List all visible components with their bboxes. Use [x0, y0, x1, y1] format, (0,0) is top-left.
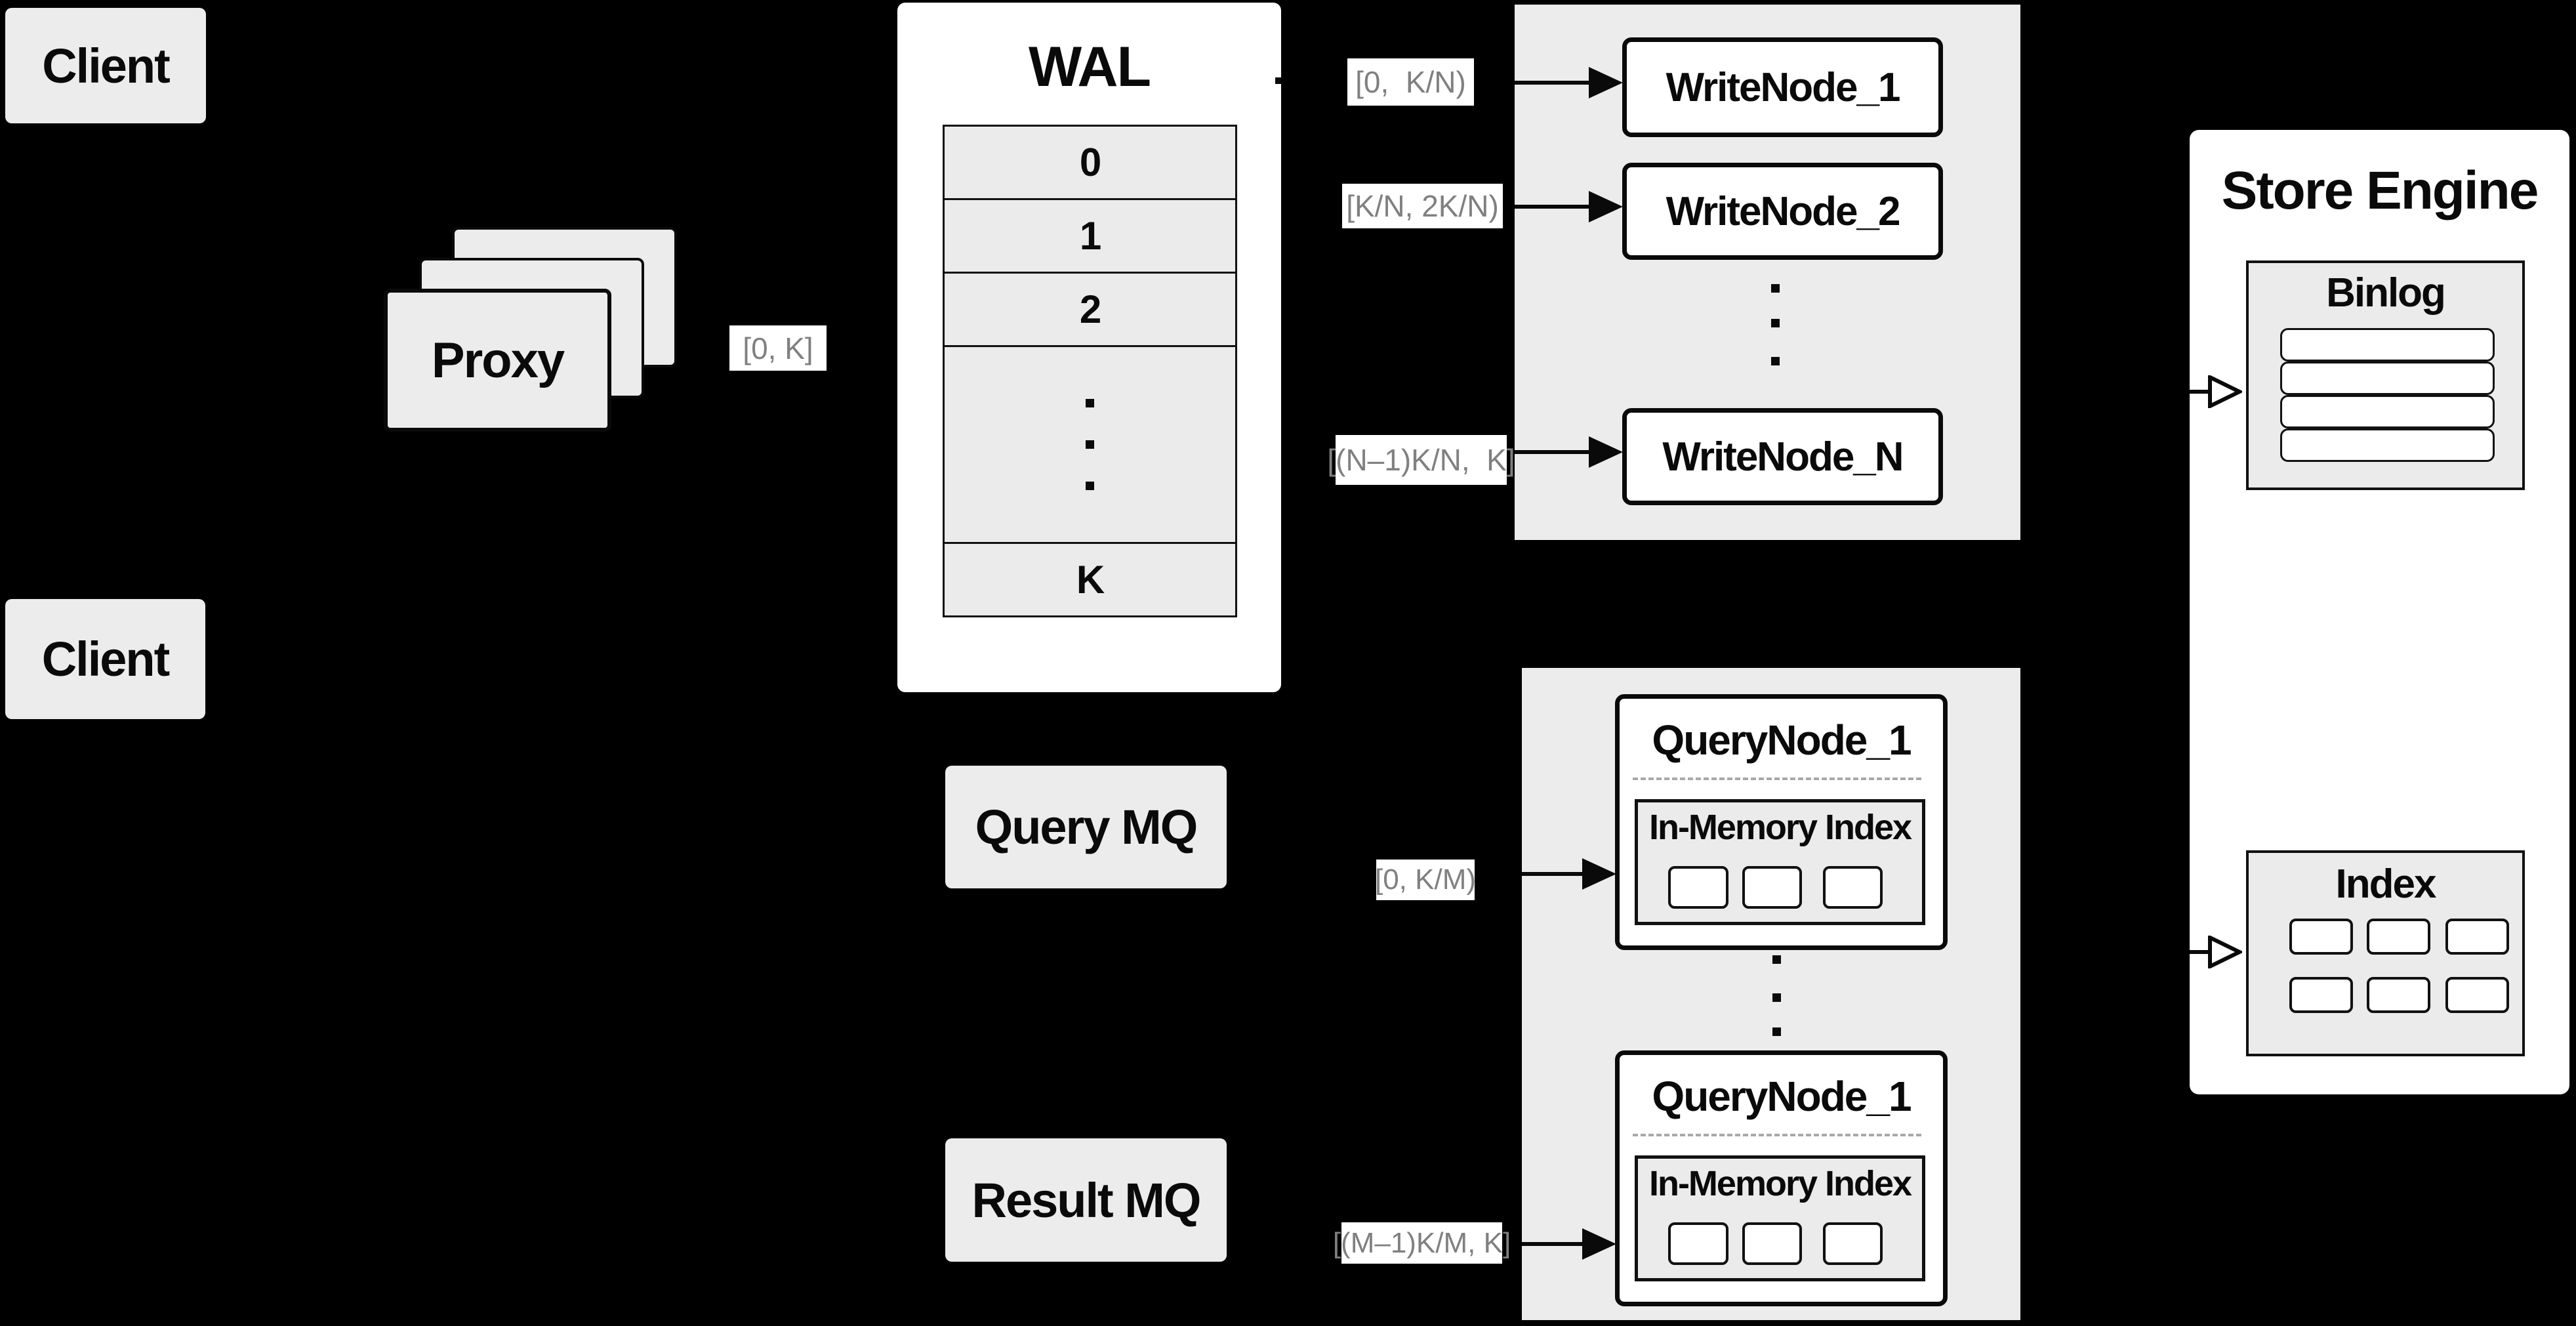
index-cell: [2445, 977, 2509, 1013]
write-node-n-label: WriteNode_N: [1662, 434, 1904, 480]
write-node-2: WriteNode_2: [1622, 163, 1943, 260]
ellipsis-dot: [1086, 440, 1094, 449]
write-node-container: WriteNode_1 WriteNode_2 WriteNode_N: [1515, 5, 2020, 540]
wal-table: 0 1 2 K: [943, 125, 1237, 617]
binlog-row: [2280, 395, 2495, 428]
write-range-label-2: [K/N, 2K/N): [1346, 189, 1499, 223]
client-bottom-label: Client: [41, 632, 171, 686]
index-cell: [2367, 977, 2430, 1013]
write-node-1-label: WriteNode_1: [1666, 64, 1901, 110]
index-box: Index: [2246, 850, 2525, 1056]
write-arrowhead-icon-2: [1589, 191, 1623, 222]
write-range-label-3: [(N–1)K/N, K]: [1327, 443, 1515, 477]
memory-segment-cell: [1668, 1222, 1728, 1265]
binlog-row: [2280, 362, 2495, 395]
index-cell: [2445, 919, 2509, 955]
wal-dots-row: [943, 345, 1237, 544]
wal-panel: WAL 0 1 2 K: [897, 3, 1281, 692]
write-range-chip-2: [K/N, 2K/N): [1342, 184, 1503, 228]
ellipsis-dot: [1771, 284, 1780, 293]
ellipsis-dot: [1771, 357, 1780, 365]
store-engine-panel: Store Engine Binlog Index: [2190, 130, 2569, 1094]
query-mq-label: Query MQ: [975, 800, 1198, 854]
query-node-2-title: QueryNode_1: [1652, 1073, 1912, 1120]
index-arrow-line: [2190, 950, 2211, 954]
connector-tick: [1275, 77, 1281, 84]
wal-title: WAL: [1028, 35, 1151, 98]
wal-row-k: K: [943, 542, 1237, 617]
index-cell: [2289, 977, 2353, 1013]
wal-row-0: 0: [943, 125, 1237, 200]
write-arrowhead-icon-1: [1589, 67, 1623, 98]
memory-segment-cell: [1742, 866, 1802, 909]
write-node-n: WriteNode_N: [1622, 408, 1943, 505]
write-arrow-line-1: [1515, 81, 1589, 85]
binlog-row: [2280, 428, 2495, 462]
query-node-container: QueryNode_1 In-Memory Index QueryNode_1: [1522, 668, 2020, 1320]
ellipsis-dot: [1771, 319, 1780, 327]
binlog-box: Binlog: [2246, 260, 2525, 490]
binlog-row: [2280, 328, 2495, 362]
query-node-separator: [1633, 777, 1921, 780]
proxy-range-chip: [0, K]: [729, 325, 827, 371]
result-mq-label: Result MQ: [971, 1172, 1202, 1228]
client-top-label: Client: [42, 38, 171, 93]
query-range-chip-2: [(M–1)K/M, K]: [1333, 1222, 1511, 1264]
index-title: Index: [2335, 861, 2437, 907]
ellipsis-dot: [1086, 399, 1094, 407]
query-arrowhead-icon-1: [1582, 858, 1616, 890]
result-mq-box: Result MQ: [945, 1138, 1227, 1262]
query-mq-box: Query MQ: [945, 766, 1227, 888]
query-arrow-line-2: [1522, 1242, 1582, 1246]
query-range-chip-1: [0, K/M): [1374, 860, 1477, 900]
memory-segment-cell: [1823, 866, 1883, 909]
write-arrow-line-3: [1515, 450, 1589, 454]
proxy-card-front: Proxy: [384, 289, 611, 432]
memory-segment-cell: [1742, 1222, 1802, 1265]
memory-segment-cell: [1668, 866, 1728, 909]
write-arrowhead-icon-3: [1589, 436, 1623, 468]
ellipsis-dot: [1772, 1027, 1781, 1036]
query-node-1-title: QueryNode_1: [1652, 716, 1912, 764]
write-range-chip-1: [0, K/N): [1347, 58, 1474, 106]
proxy-stack: Proxy: [384, 227, 677, 432]
query-arrowhead-icon-2: [1582, 1228, 1616, 1260]
write-arrow-line-2: [1515, 205, 1589, 209]
in-memory-index-box: In-Memory Index: [1635, 799, 1925, 925]
proxy-range-label: [0, K]: [743, 331, 813, 365]
in-memory-index-box: In-Memory Index: [1635, 1155, 1925, 1281]
in-memory-index-label: In-Memory Index: [1648, 1164, 1912, 1203]
index-cell: [2367, 919, 2430, 955]
query-node-box-2: QueryNode_1 In-Memory Index: [1615, 1050, 1948, 1306]
client-box-bottom: Client: [5, 599, 205, 719]
index-cell: [2289, 919, 2353, 955]
wal-row-2: 2: [943, 272, 1237, 347]
query-node-box-1: QueryNode_1 In-Memory Index: [1615, 694, 1948, 950]
memory-segment-cell: [1823, 1222, 1883, 1265]
ellipsis-dot: [1772, 955, 1781, 964]
wal-row-1: 1: [943, 198, 1237, 274]
query-node-separator: [1633, 1134, 1921, 1136]
in-memory-index-label: In-Memory Index: [1648, 808, 1912, 847]
binlog-arrow-line: [2190, 390, 2211, 394]
hollow-arrowhead-icon: [2208, 375, 2242, 408]
store-engine-title: Store Engine: [2221, 161, 2539, 220]
write-range-chip-3: [(N–1)K/N, K]: [1327, 435, 1515, 485]
write-range-label-1: [0, K/N): [1355, 65, 1466, 99]
write-node-2-label: WriteNode_2: [1666, 188, 1901, 234]
ellipsis-dot: [1086, 482, 1094, 490]
binlog-title: Binlog: [2326, 270, 2446, 316]
query-range-label-2: [(M–1)K/M, K]: [1332, 1226, 1511, 1259]
query-range-label-1: [0, K/M): [1374, 863, 1477, 896]
hollow-arrowhead-icon: [2208, 936, 2242, 968]
client-box-top: Client: [5, 8, 206, 123]
ellipsis-dot: [1772, 993, 1781, 1002]
query-arrow-line-1: [1522, 872, 1582, 876]
write-node-1: WriteNode_1: [1622, 37, 1943, 137]
proxy-label: Proxy: [431, 332, 565, 388]
